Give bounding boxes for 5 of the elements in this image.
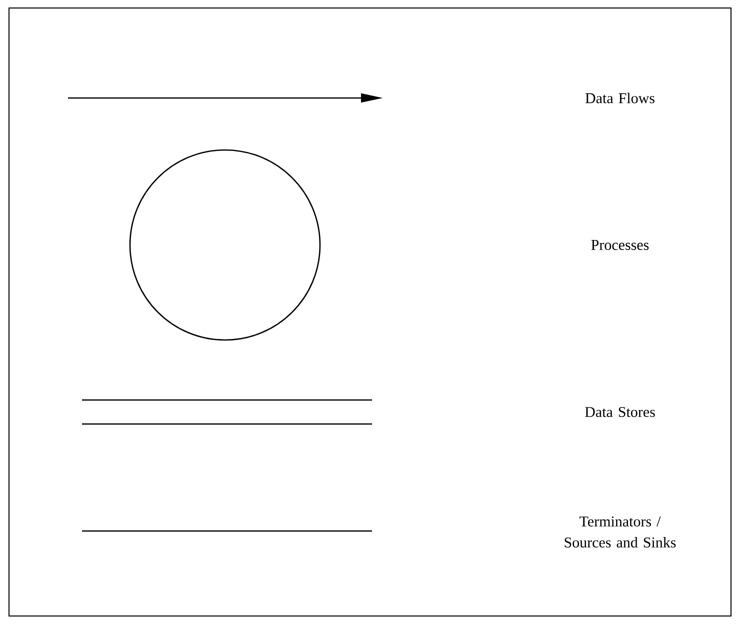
legend-label: Data Stores <box>585 406 655 418</box>
legend-label: Terminators / Sources and Sinks <box>564 516 676 548</box>
legend-label: Data Flows <box>585 92 654 104</box>
legend-label: Processes <box>591 240 649 250</box>
circle-symbol <box>129 149 321 341</box>
